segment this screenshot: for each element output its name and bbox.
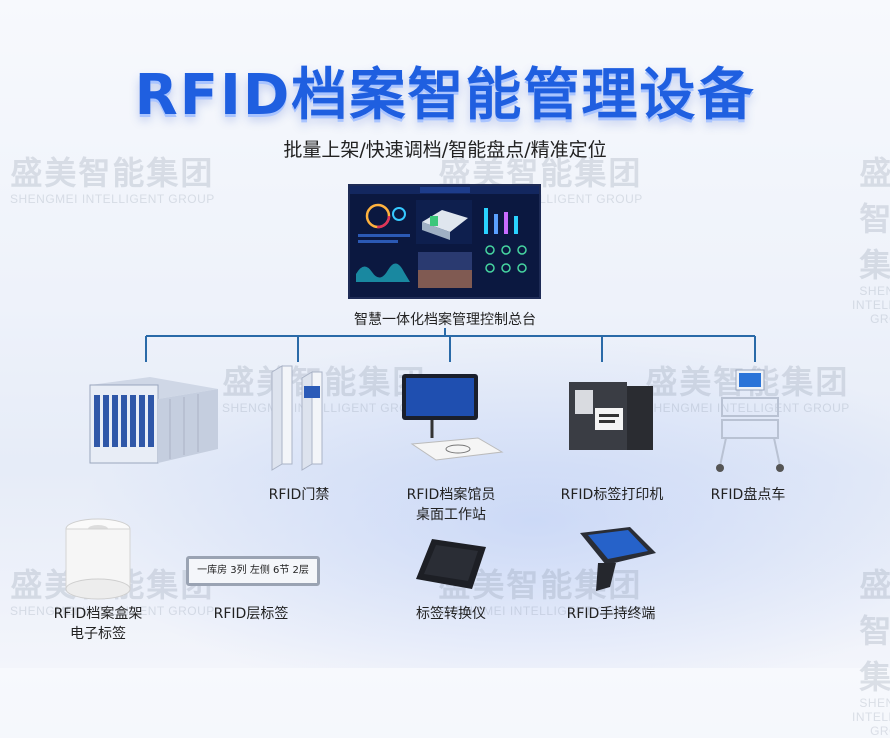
desktop-workstation	[398, 372, 504, 466]
device-label: RFID标签打印机	[560, 487, 664, 503]
workstation-icon	[402, 374, 504, 461]
connector-lines	[145, 328, 756, 362]
tag-converter-icon	[416, 539, 486, 589]
printer-icon	[569, 382, 653, 450]
dashboard-graphic	[350, 186, 539, 288]
tag-roll-icon	[65, 518, 131, 600]
archive-shelf-cabinet	[80, 375, 222, 471]
page-title: RFID档案智能管理设备	[134, 63, 756, 128]
label-printer	[565, 378, 659, 458]
console-label: 智慧一体化档案管理控制总台	[354, 312, 536, 328]
handheld-terminal-icon	[580, 527, 656, 591]
inventory-cart-icon	[716, 369, 784, 472]
accessory-label: RFID层标签	[213, 606, 289, 622]
rfid-gate	[266, 364, 328, 478]
control-console-screen	[348, 184, 541, 299]
accessory-label: RFID档案盒架电子标签	[53, 606, 143, 642]
accessory-label: RFID手持终端	[566, 606, 656, 622]
accessory-label: 标签转换仪	[416, 606, 486, 622]
shelf-tag-text: 一库房 3列 左侧 6节 2层	[197, 565, 309, 576]
tag-roll	[62, 517, 134, 607]
device-label: RFID盘点车	[710, 487, 786, 503]
inventory-cart	[714, 368, 786, 478]
device-label: RFID门禁	[268, 487, 330, 503]
shelf-layer-tag: 一库房 3列 左侧 6节 2层	[186, 556, 320, 586]
handheld-terminal	[570, 525, 658, 599]
shelf-cabinet-icon	[89, 377, 218, 464]
page-subtitle: 批量上架/快速调档/智能盘点/精准定位	[283, 139, 607, 161]
tag-converter	[414, 537, 488, 595]
rfid-gate-icon	[271, 365, 323, 471]
device-label: RFID档案馆员桌面工作站	[406, 487, 496, 523]
